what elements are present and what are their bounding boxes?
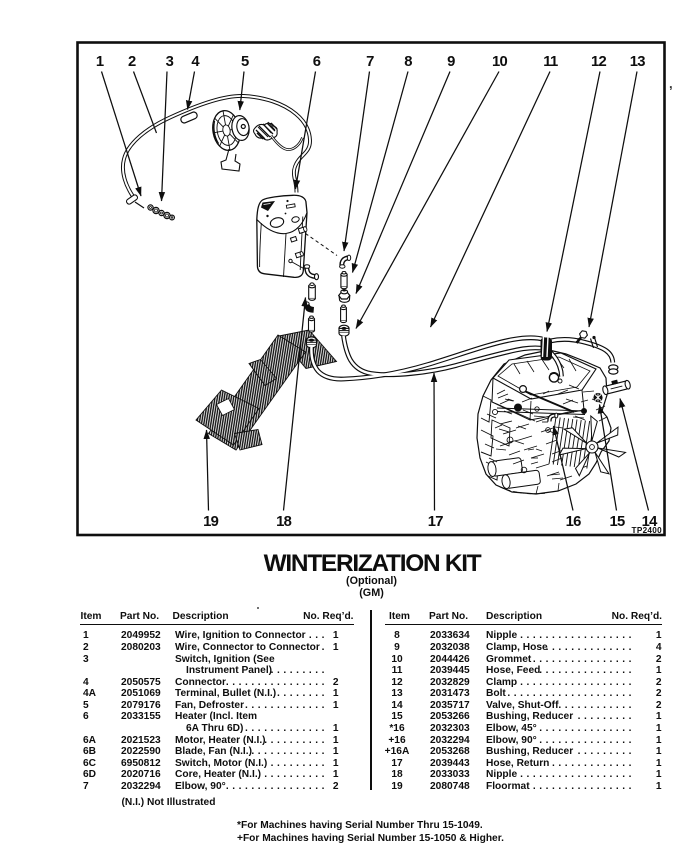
svg-text:11: 11 xyxy=(543,54,558,70)
svg-text:16: 16 xyxy=(566,514,582,530)
svg-text:10: 10 xyxy=(492,54,508,70)
svg-text:2: 2 xyxy=(128,54,136,70)
svg-text:4: 4 xyxy=(191,54,200,70)
svg-text:13: 13 xyxy=(630,54,646,70)
svg-text:5: 5 xyxy=(241,54,249,70)
svg-text:8: 8 xyxy=(404,54,412,70)
svg-text:6: 6 xyxy=(313,54,321,70)
svg-text:18: 18 xyxy=(276,514,292,530)
svg-text:17: 17 xyxy=(428,514,444,530)
svg-text:,: , xyxy=(669,76,673,91)
svg-text:1: 1 xyxy=(96,54,104,70)
svg-text:3: 3 xyxy=(166,54,174,70)
svg-text:15: 15 xyxy=(609,514,625,530)
svg-text:12: 12 xyxy=(591,54,607,70)
svg-text:14: 14 xyxy=(642,514,659,530)
svg-text:TP2400: TP2400 xyxy=(632,526,663,535)
svg-text:7: 7 xyxy=(366,54,374,70)
svg-text:19: 19 xyxy=(203,514,219,530)
svg-text:9: 9 xyxy=(447,54,455,70)
